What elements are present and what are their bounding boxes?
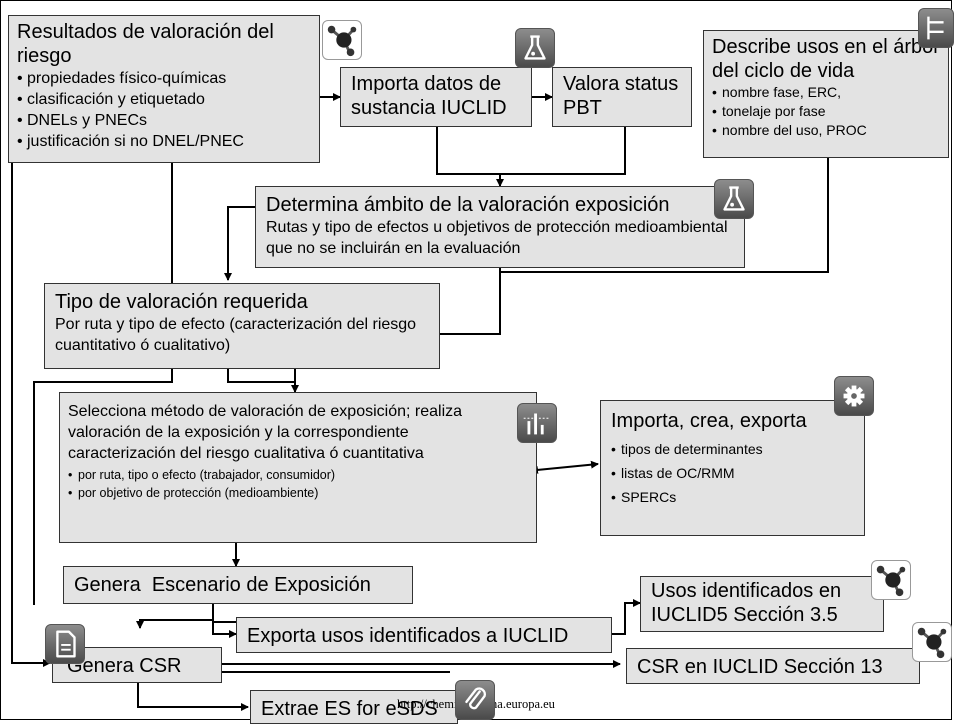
csr-iuclid-title: CSR en IUCLID Sección 13: [637, 656, 883, 678]
export-uses-title: Exporta usos identificados a IUCLID: [247, 625, 569, 647]
molecule-icon: [322, 20, 362, 60]
import-iuclid-title: Importa datos de sustancia IUCLID: [351, 73, 507, 119]
exposure-scenario-box: Genera Escenario de Exposición: [63, 566, 413, 604]
identified-uses-title: Usos identificados en IUCLID5 Sección 3.…: [651, 580, 842, 626]
extract-es-title: Extrae ES for eSDS: [261, 698, 438, 720]
list-item: clasificación y etiquetado: [17, 89, 311, 110]
gear-icon: [834, 376, 874, 416]
list-item: nombre fase, ERC,: [712, 83, 940, 102]
chart-icon: [517, 403, 557, 443]
molecule-icon: [912, 622, 952, 662]
risk-results-title: Resultados de valoración del riesgo: [17, 21, 274, 67]
exposure-method-list: por ruta, tipo o efecto (trabajador, con…: [68, 466, 528, 502]
list-item: nombre del uso, PROC: [712, 121, 940, 140]
tree-icon: [918, 8, 954, 48]
exposure-method-body: Selecciona método de valoración de expos…: [68, 403, 463, 462]
lifecycle-list: nombre fase, ERC, tonelaje por fase nomb…: [712, 83, 940, 140]
scope-title: Determina ámbito de la valoración exposi…: [266, 194, 670, 216]
pbt-box: Valora status PBT: [552, 67, 692, 127]
import-iuclid-box: Importa datos de sustancia IUCLID: [340, 67, 532, 127]
assessment-type-title: Tipo de valoración requerida: [55, 291, 308, 313]
export-uses-box: Exporta usos identificados a IUCLID: [236, 617, 612, 653]
assessment-type-box: Tipo de valoración requerida Por ruta y …: [44, 283, 440, 369]
molecule-icon: [871, 560, 911, 600]
list-item: por ruta, tipo o efecto (trabajador, con…: [68, 466, 528, 484]
scope-body: Rutas y tipo de efectos u objetivos de p…: [266, 219, 728, 257]
lifecycle-title: Describe usos en el árbol del ciclo de v…: [712, 36, 938, 82]
list-item: justificación si no DNEL/PNEC: [17, 131, 311, 152]
list-item: tonelaje por fase: [712, 102, 940, 121]
list-item: listas de OC/RMM: [611, 461, 854, 485]
extract-es-box: Extrae ES for eSDS: [250, 690, 458, 724]
list-item: DNELs y PNECs: [17, 110, 311, 131]
lifecycle-box: Describe usos en el árbol del ciclo de v…: [703, 30, 949, 158]
list-item: SPERCs: [611, 485, 854, 509]
flask-icon: [515, 28, 555, 68]
import-export-box: Importa, crea, exporta tipos de determin…: [600, 400, 865, 536]
exposure-method-box: Selecciona método de valoración de expos…: [59, 392, 537, 543]
paperclip-icon: [455, 680, 495, 720]
risk-results-list: propiedades físico-químicas clasificació…: [17, 68, 311, 152]
identified-uses-box: Usos identificados en IUCLID5 Sección 3.…: [640, 576, 884, 632]
generate-csr-box: Genera CSR: [52, 647, 222, 683]
list-item: propiedades físico-químicas: [17, 68, 311, 89]
assessment-type-body: Por ruta y tipo de efecto (caracterizaci…: [55, 316, 417, 354]
document-icon: [45, 624, 85, 664]
import-export-list: tipos de determinantes listas de OC/RMM …: [611, 437, 854, 509]
exposure-scenario-title: Genera Escenario de Exposición: [74, 574, 371, 596]
risk-results-box: Resultados de valoración del riesgo prop…: [8, 15, 320, 163]
flask-icon: [714, 179, 754, 219]
scope-box: Determina ámbito de la valoración exposi…: [255, 186, 745, 268]
csr-iuclid-box: CSR en IUCLID Sección 13: [626, 648, 920, 684]
import-export-title: Importa, crea, exporta: [611, 410, 807, 432]
list-item: tipos de determinantes: [611, 437, 854, 461]
pbt-title: Valora status PBT: [563, 73, 679, 119]
generate-csr-title: Genera CSR: [67, 655, 182, 677]
list-item: por objetivo de protección (medioambient…: [68, 484, 528, 502]
